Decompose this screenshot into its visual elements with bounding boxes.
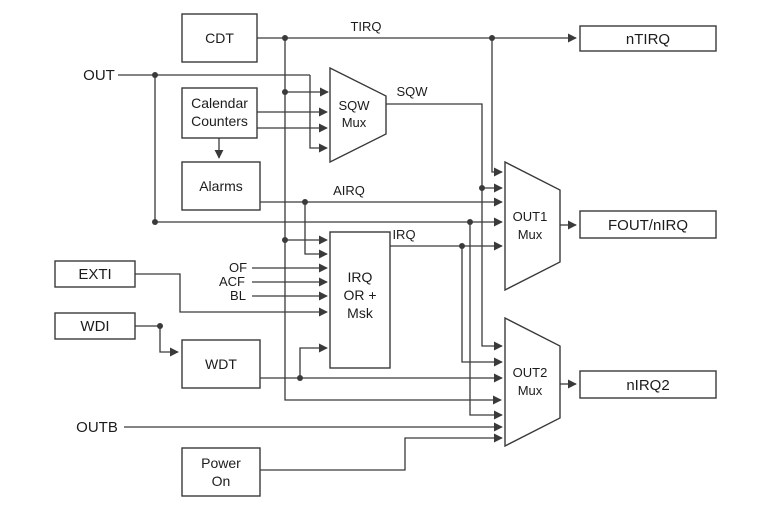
airq-signal-label: AIRQ [333,183,365,198]
port-fout-nirq: FOUT/nIRQ [579,210,717,239]
power-on-label-line1: Power [201,455,241,471]
junction-dot [467,219,473,225]
wires [118,33,577,471]
irq-or-msk-label-line1: IRQ [348,269,373,285]
block-wdt: WDT [181,339,261,389]
of-signal-label: OF [229,260,247,275]
power-on-box [181,447,261,497]
calendar-counters-box [181,87,258,139]
junction-dots [152,35,495,381]
mux-out2: OUT2 Mux [504,316,561,448]
block-calendar-counters: Calendar Counters [181,87,258,139]
bl-signal-label: BL [230,288,246,303]
sqw-mux-shape [329,66,387,164]
junction-dot [297,375,303,381]
wdt-label: WDT [205,356,237,372]
wire-exti [135,273,328,317]
irq-or-msk-box [329,231,391,369]
alarms-box [181,161,261,211]
nirq2-box [579,370,717,399]
junction-dot [479,185,485,191]
cdt-box [181,13,258,63]
junction-dot [302,199,308,205]
cdt-label: CDT [205,30,234,46]
ntirq-label: nTIRQ [626,31,670,48]
irq-signal-label: IRQ [392,227,415,242]
irq-or-msk-label-line2: OR + [343,287,376,303]
port-nirq2: nIRQ2 [579,370,717,399]
wire-out-to-sqwmux [309,75,328,153]
block-cdt: CDT [181,13,258,63]
wire-sqw-to-out2mux [481,188,503,351]
wdt-box [181,339,261,389]
junction-dot [152,219,158,225]
junction-dot [282,89,288,95]
wire-wdt-to-irqor [299,343,328,378]
nirq2-label: nIRQ2 [626,377,669,394]
out1-mux-shape [504,160,561,292]
power-on-label-line2: On [212,473,231,489]
out1-mux-label-line1: OUT1 [513,209,548,224]
port-exti: EXTI [54,260,136,288]
calendar-counters-label-line1: Calendar [191,95,248,111]
fout-nirq-box [579,210,717,239]
out2-mux-label-line1: OUT2 [513,365,548,380]
mux-sqw: SQW Mux [329,66,387,164]
wire-irq-to-out2mux [461,246,503,367]
block-irq-or-msk: IRQ OR + Msk [329,231,391,369]
fout-nirq-label: FOUT/nIRQ [608,217,688,234]
wire-out-to-out2mux [469,222,503,420]
block-power-on: Power On [181,447,261,497]
out1-mux-label-line2: Mux [518,227,543,242]
wdi-box [54,312,136,340]
calendar-counters-label-line2: Counters [191,113,248,129]
junction-dot [282,35,288,41]
wire-poweron [260,433,503,471]
exti-label: EXTI [78,266,111,283]
signal-labels: TIRQ OUT SQW AIRQ IRQ OF ACF BL OUTB [76,19,428,436]
wire-wdi-to-wdt [135,325,179,357]
acf-signal-label: ACF [219,274,245,289]
alarms-label: Alarms [199,178,243,194]
sqw-signal-label: SQW [396,84,428,99]
mux-out1: OUT1 Mux [504,160,561,292]
ntirq-box [579,25,717,52]
out2-mux-label-line2: Mux [518,383,543,398]
wire-airq-to-irqor [304,202,328,259]
block-alarms: Alarms [181,161,261,211]
junction-dot [152,72,158,78]
exti-box [54,260,136,288]
out2-mux-shape [504,316,561,448]
junction-dot [282,237,288,243]
wire-sqw-to-out1mux [386,103,503,193]
wire-tirq-to-out1mux [491,38,503,177]
outb-signal-label: OUTB [76,419,118,436]
sqw-mux-label-line2: Mux [342,115,367,130]
tirq-signal-label: TIRQ [350,19,381,34]
out-signal-label: OUT [83,67,115,84]
junction-dot [157,323,163,329]
junction-dot [489,35,495,41]
irq-or-msk-label-line3: Msk [347,305,374,321]
wdi-label: WDI [80,318,109,335]
wire-tirq-rail [284,38,502,405]
port-ntirq: nTIRQ [579,25,717,52]
junction-dot [459,243,465,249]
sqw-mux-label-line1: SQW [338,98,370,113]
port-wdi: WDI [54,312,136,340]
